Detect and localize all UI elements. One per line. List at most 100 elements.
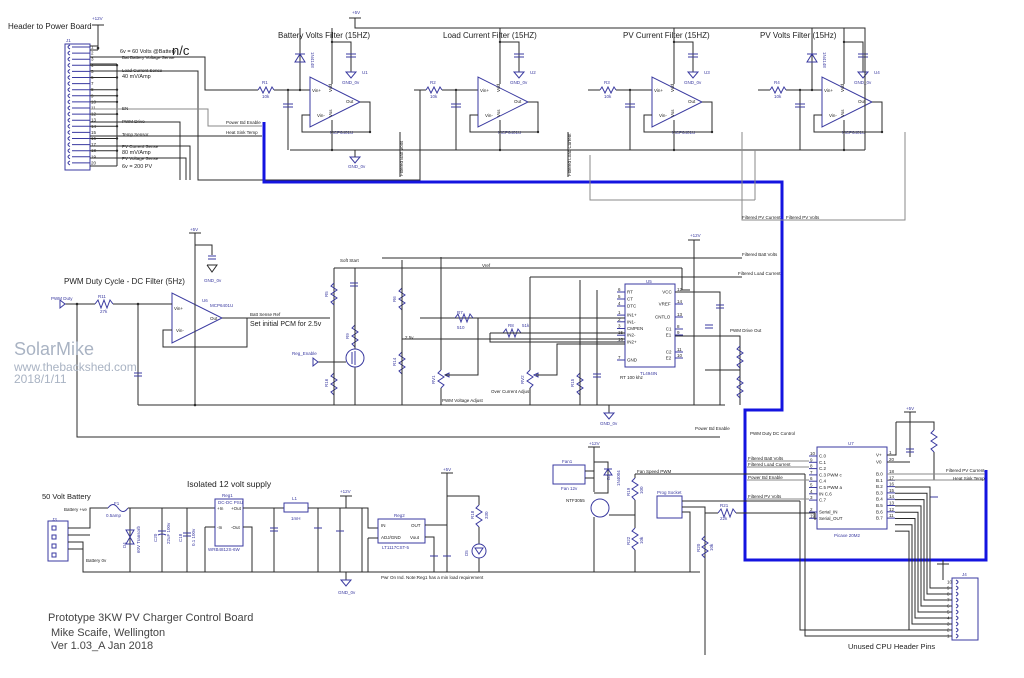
resistor-ref: R4 bbox=[774, 80, 780, 85]
resistor-value: 10k bbox=[430, 94, 438, 99]
u7-pin-b-5: B.5 bbox=[876, 503, 883, 508]
decoupling-wire bbox=[332, 41, 352, 72]
resistor-r5 bbox=[330, 282, 338, 306]
resistor-value: 10k bbox=[604, 94, 612, 99]
u5-pin-vref: VREF bbox=[659, 302, 671, 307]
u7-net-pv-current: Filtered PV Current bbox=[946, 468, 985, 473]
pin-vin-plus: Vin+ bbox=[480, 88, 489, 93]
batt-scale-label: 6v = 60 Volts @Battery bbox=[120, 49, 176, 55]
j1-pin-contact bbox=[67, 111, 71, 117]
pwm-voltage-adjust-label: PWM Voltage Adjust bbox=[442, 398, 484, 403]
filter-section: Battery Volts Filter (15HZ)R110kVin+Vin-… bbox=[246, 10, 884, 276]
battery-minus-label: Battery 0v bbox=[86, 558, 107, 563]
net-pwm-drive-out: PWM Drive Out bbox=[730, 328, 762, 333]
d3-part: 1N4004 bbox=[616, 470, 621, 486]
net-2-5v: 2.5v bbox=[405, 335, 414, 340]
net-filtered-load-current-2: Filtered Load Current bbox=[738, 271, 781, 276]
pin-vss: Vss bbox=[670, 109, 675, 117]
u5-pin-gnd: GND bbox=[627, 358, 638, 363]
r22-ref: R22 bbox=[626, 536, 631, 545]
feedback-wire bbox=[469, 101, 539, 133]
diode-d2 bbox=[806, 53, 818, 63]
u5-pin-cmpen: CMPEN bbox=[627, 326, 643, 331]
decoupling-wire bbox=[844, 41, 864, 72]
net-vref: Vref bbox=[482, 263, 491, 268]
pv-max-label: 6v = 200 PV bbox=[122, 164, 152, 170]
plus12-label: +12V bbox=[690, 233, 701, 238]
mcu-header-wire bbox=[895, 492, 952, 595]
j1-pin-number: 15 bbox=[91, 130, 97, 135]
j3-connector bbox=[47, 520, 69, 562]
u7-pin-number: 16 bbox=[889, 482, 895, 487]
battery-title: 50 Volt Battery bbox=[42, 492, 91, 501]
resistor-r4 bbox=[769, 85, 787, 95]
u7-pin-number: 1 bbox=[889, 450, 892, 455]
net-filtered-pv-volts: Filtered PV Volts bbox=[786, 215, 820, 220]
reg2-pin-adj: ADJ/GND bbox=[381, 535, 402, 540]
junction-dot bbox=[368, 130, 372, 134]
u7-pin-in-c-6: IN C.6 bbox=[819, 491, 832, 496]
opamp-u1 bbox=[309, 76, 362, 128]
feedback-wire bbox=[301, 101, 371, 133]
d3-ref: D3 bbox=[606, 474, 611, 480]
j1-pin-contact bbox=[67, 75, 71, 80]
u7-pin-number: 19 bbox=[810, 513, 816, 518]
u5-pin-number: 5 bbox=[618, 294, 621, 299]
j4-pin-contact bbox=[955, 597, 959, 603]
mcu-header-wire bbox=[895, 486, 952, 589]
u6-opamp bbox=[171, 292, 224, 344]
j4-pin-contact bbox=[955, 633, 959, 639]
u7-pin-number: 17 bbox=[889, 475, 895, 480]
net-power-bd-enable-2: Power Bd Enable bbox=[695, 426, 730, 431]
resistor-r9 bbox=[351, 324, 359, 348]
fan1-ref: Fan1 bbox=[562, 459, 573, 464]
u7-net-label: Filtered Load Current bbox=[748, 462, 791, 467]
u5-pin-number: 14 bbox=[677, 299, 683, 304]
mcu-header-wire bbox=[804, 474, 952, 637]
j4-pin-contact bbox=[955, 579, 959, 585]
resistor-r6 bbox=[398, 287, 406, 311]
u7-pin-c-4: C.4 bbox=[819, 479, 827, 484]
pin-vin-minus: Vin- bbox=[176, 328, 184, 333]
r20-ref: R20 bbox=[696, 543, 701, 552]
filter-title: PV Current Filter (15HZ) bbox=[623, 31, 710, 40]
junction-dot bbox=[810, 88, 814, 92]
u7-pin-c-5-pwm-a: C.5 PWM a bbox=[819, 485, 843, 490]
pwm-filter-note: Set initial PCM for 2.5v bbox=[250, 321, 322, 328]
u7-pin-c-2: C.2 bbox=[819, 466, 827, 471]
j1-pin-contact bbox=[67, 129, 71, 135]
plus12-label: +12V bbox=[589, 441, 600, 446]
u7-pin-number: 4 bbox=[810, 489, 813, 494]
j4-pin-contact bbox=[955, 585, 959, 591]
j1-pin-contact bbox=[67, 142, 71, 148]
j4-pin-contact bbox=[955, 591, 959, 597]
pin-vss: Vss bbox=[496, 109, 501, 117]
junction-dot bbox=[330, 40, 334, 44]
u5-pin-in2+: IN2+ bbox=[627, 339, 637, 344]
u7-net-heat-sink: Heat Sink Temp bbox=[953, 476, 985, 481]
gnd-label: GND_0v bbox=[204, 278, 222, 283]
u7-pin-number: 6 bbox=[810, 476, 813, 481]
j1-pin-contact bbox=[67, 87, 71, 93]
u5-pin-number: 8 bbox=[677, 324, 680, 329]
resistor-value: 10k bbox=[774, 94, 782, 99]
reg1-sub: DC-DC PSU bbox=[218, 500, 243, 505]
gnd-label: GND_0v bbox=[600, 421, 618, 426]
j1-pin-number: 17 bbox=[91, 142, 97, 147]
reg1-pin-in-plus: +In bbox=[217, 506, 224, 511]
j4-pin-number: 10 bbox=[947, 580, 953, 585]
pin-vdd: Vdd bbox=[328, 83, 333, 92]
gnd-label: GND_0v bbox=[684, 80, 702, 85]
signal-bus bbox=[262, 122, 988, 562]
resistor-r14 bbox=[398, 351, 406, 375]
u5-pin-rt: RT bbox=[627, 290, 633, 295]
mcu-header-wire bbox=[895, 518, 952, 619]
opamp-ref: U1 bbox=[362, 70, 368, 75]
filter-3: PV Current Filter (15HZ)R310kVin+Vin-Out… bbox=[588, 28, 714, 152]
d5-ref: D5 bbox=[464, 550, 469, 556]
q2-mosfet bbox=[590, 498, 610, 518]
junction-dot bbox=[842, 40, 846, 44]
